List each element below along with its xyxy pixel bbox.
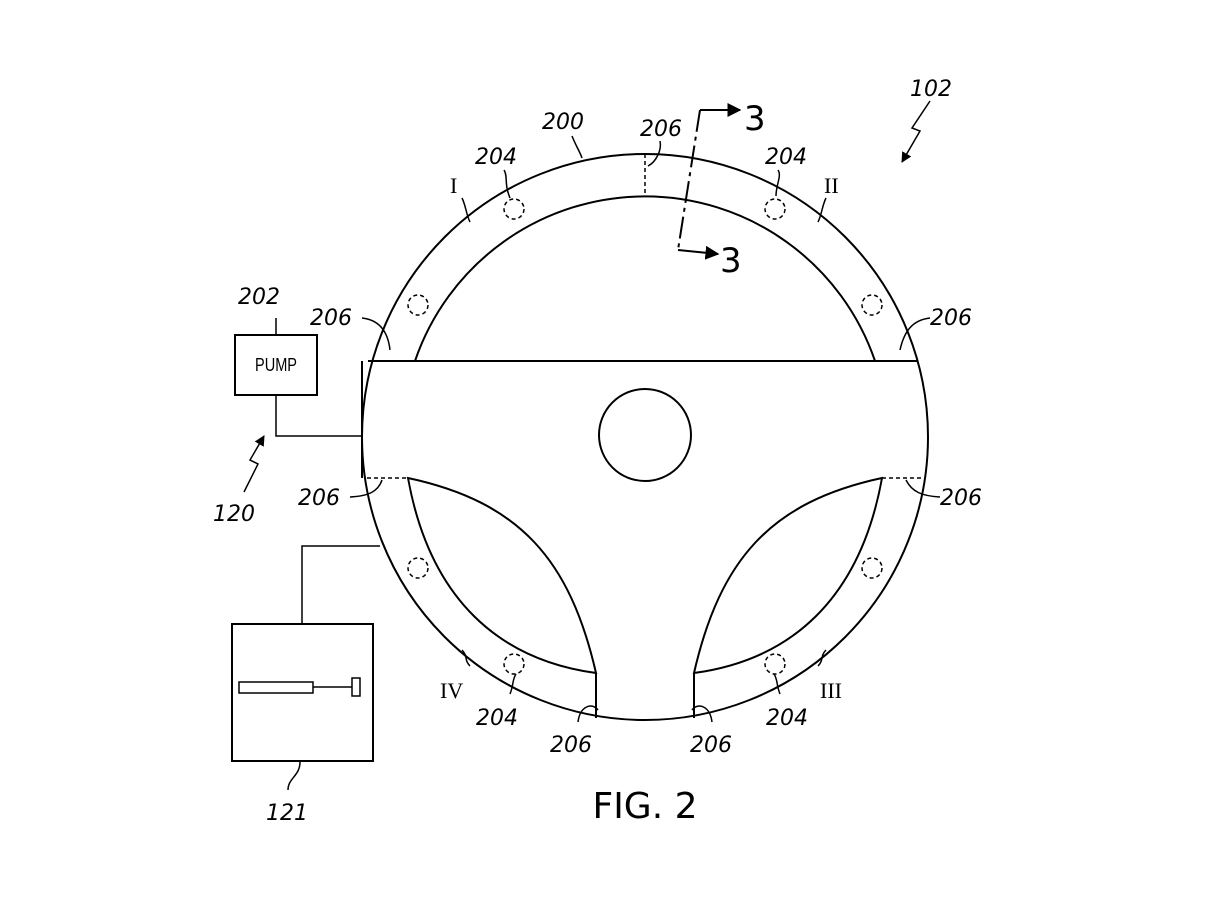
dividers <box>367 154 923 716</box>
section-line: 3 3 <box>677 99 766 281</box>
heater-arrow <box>243 435 265 493</box>
rim-inner-lower-right <box>692 476 884 675</box>
port <box>407 557 429 579</box>
port <box>503 198 525 220</box>
ref-202: 202 <box>238 285 280 310</box>
ref-121: 121 <box>266 801 308 826</box>
ref-204-bottom-right: 204 <box>766 706 808 731</box>
slider-track <box>238 681 314 694</box>
ref-206-bottom-left: 206 <box>550 733 592 758</box>
ref-204-top-right: 204 <box>765 145 807 170</box>
ref-206-lower-right: 206 <box>940 486 982 511</box>
rim-inner-lower-left <box>406 476 598 675</box>
zone-label-1: I <box>450 173 457 198</box>
port <box>503 653 525 675</box>
hub <box>598 388 692 482</box>
controller-line <box>301 545 380 624</box>
ports <box>407 198 883 675</box>
controller-leader <box>287 761 301 791</box>
figure-caption: FIG. 2 <box>592 786 697 827</box>
section-marker-bottom: 3 <box>720 241 742 281</box>
pump-assembly: PUMP <box>234 318 362 437</box>
pump-line <box>275 395 362 437</box>
controller-assembly <box>231 545 380 791</box>
port <box>764 653 786 675</box>
rim-outer <box>361 153 929 721</box>
slider-knob <box>351 677 361 697</box>
zone-label-3: III <box>820 678 842 703</box>
port <box>764 198 786 220</box>
section-marker-top: 3 <box>744 99 766 139</box>
port <box>861 557 883 579</box>
ref-206-upper-left: 206 <box>310 306 352 331</box>
ref-120: 120 <box>213 502 255 527</box>
ref-206-bottom-right: 206 <box>690 733 732 758</box>
zone-label-4: IV <box>440 678 463 703</box>
port <box>407 294 429 316</box>
leaders <box>349 135 941 723</box>
pump-label: PUMP <box>255 355 297 375</box>
zone-label-2: II <box>824 173 839 198</box>
ref-102: 102 <box>910 77 952 102</box>
ref-200: 200 <box>542 110 584 135</box>
ref-204-bottom-left: 204 <box>476 706 518 731</box>
zone-labels: I II III IV <box>440 173 842 703</box>
steering-wheel <box>361 153 929 721</box>
ref-206-lower-left: 206 <box>298 486 340 511</box>
ref-206-upper-right: 206 <box>930 306 972 331</box>
ref-206-top: 206 <box>640 117 682 142</box>
ref-204-top-left: 204 <box>475 145 517 170</box>
rim-inner-upper <box>414 195 876 362</box>
port <box>861 294 883 316</box>
reference-labels: 102 200 206 204 204 202 206 206 206 206 … <box>213 77 982 826</box>
system-arrow <box>901 100 931 163</box>
